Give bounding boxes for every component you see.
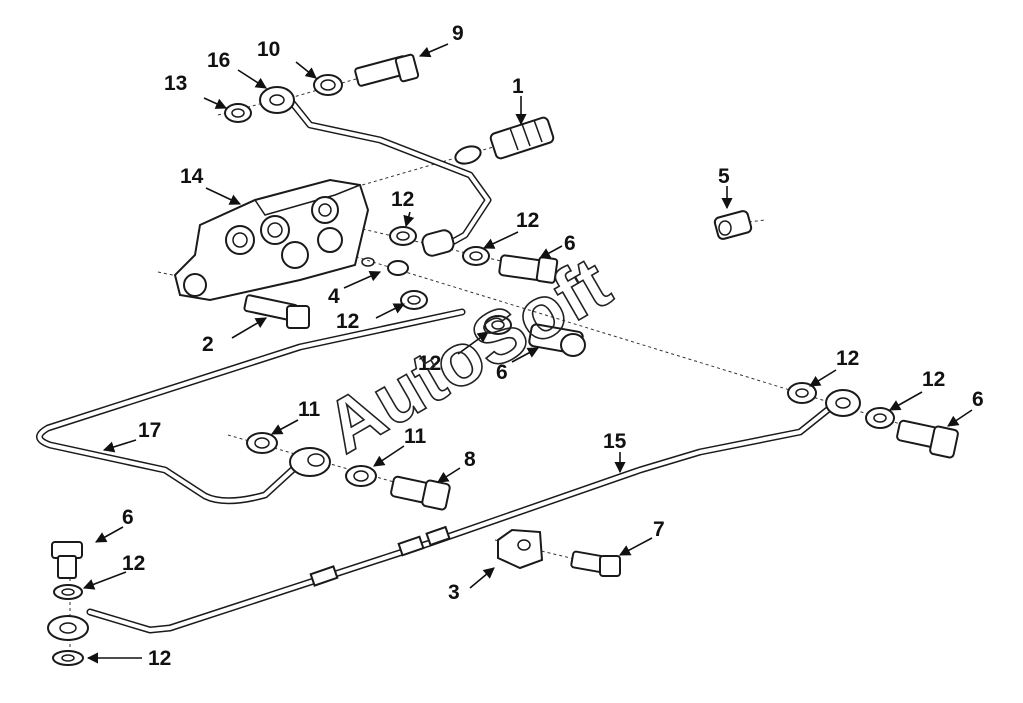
valve-body-14 <box>173 178 370 302</box>
callout-17: 17 <box>138 419 161 442</box>
callout-6-mid: 6 <box>564 232 576 255</box>
callout-11-lower: 11 <box>404 425 427 448</box>
callout-1: 1 <box>512 75 524 98</box>
callout-4: 4 <box>328 285 340 308</box>
nut-5 <box>713 210 753 240</box>
fittings-pipe17-top <box>400 290 586 357</box>
callout-12-right2: 12 <box>922 368 945 391</box>
callout-12-bottom2: 12 <box>148 647 171 670</box>
pipe-17 <box>36 308 466 505</box>
callout-14: 14 <box>180 165 204 188</box>
fittings-lower-left <box>246 432 451 511</box>
fittings-mid <box>361 226 559 284</box>
callout-10: 10 <box>257 38 280 61</box>
callout-16: 16 <box>207 49 230 72</box>
callout-12-mid: 12 <box>516 209 539 232</box>
callout-labels: 1 2 3 4 5 6 6 6 6 7 8 9 10 11 11 12 12 1… <box>122 22 984 670</box>
callout-12-valve: 12 <box>391 188 414 211</box>
pipe-16 <box>286 96 492 249</box>
bracket-3-and-bolt-7 <box>497 528 621 577</box>
callout-12-left: 12 <box>336 310 359 333</box>
bolt-9 <box>354 53 420 87</box>
callout-12-right1: 12 <box>836 347 859 370</box>
callout-leaders <box>82 43 973 664</box>
washers-upper <box>224 74 343 123</box>
callout-12-bottom1: 12 <box>122 552 145 575</box>
callout-2: 2 <box>202 333 214 356</box>
bolt-2 <box>243 294 310 329</box>
callout-13: 13 <box>164 72 187 95</box>
callout-6-left: 6 <box>122 506 134 529</box>
callout-6-right: 6 <box>972 388 984 411</box>
callout-3: 3 <box>448 581 460 604</box>
fittings-right <box>787 382 959 459</box>
callout-9: 9 <box>452 22 464 45</box>
callout-6-center: 6 <box>496 361 508 384</box>
pipe-15 <box>86 396 844 634</box>
callout-7: 7 <box>653 518 665 541</box>
callout-5: 5 <box>718 165 730 188</box>
callout-12-center: 12 <box>418 352 441 375</box>
callout-15: 15 <box>603 430 627 453</box>
callout-8: 8 <box>464 448 476 471</box>
callout-11-upper: 11 <box>298 398 321 421</box>
fittings-bottom-left <box>47 541 89 666</box>
sensor-1 <box>454 116 555 165</box>
